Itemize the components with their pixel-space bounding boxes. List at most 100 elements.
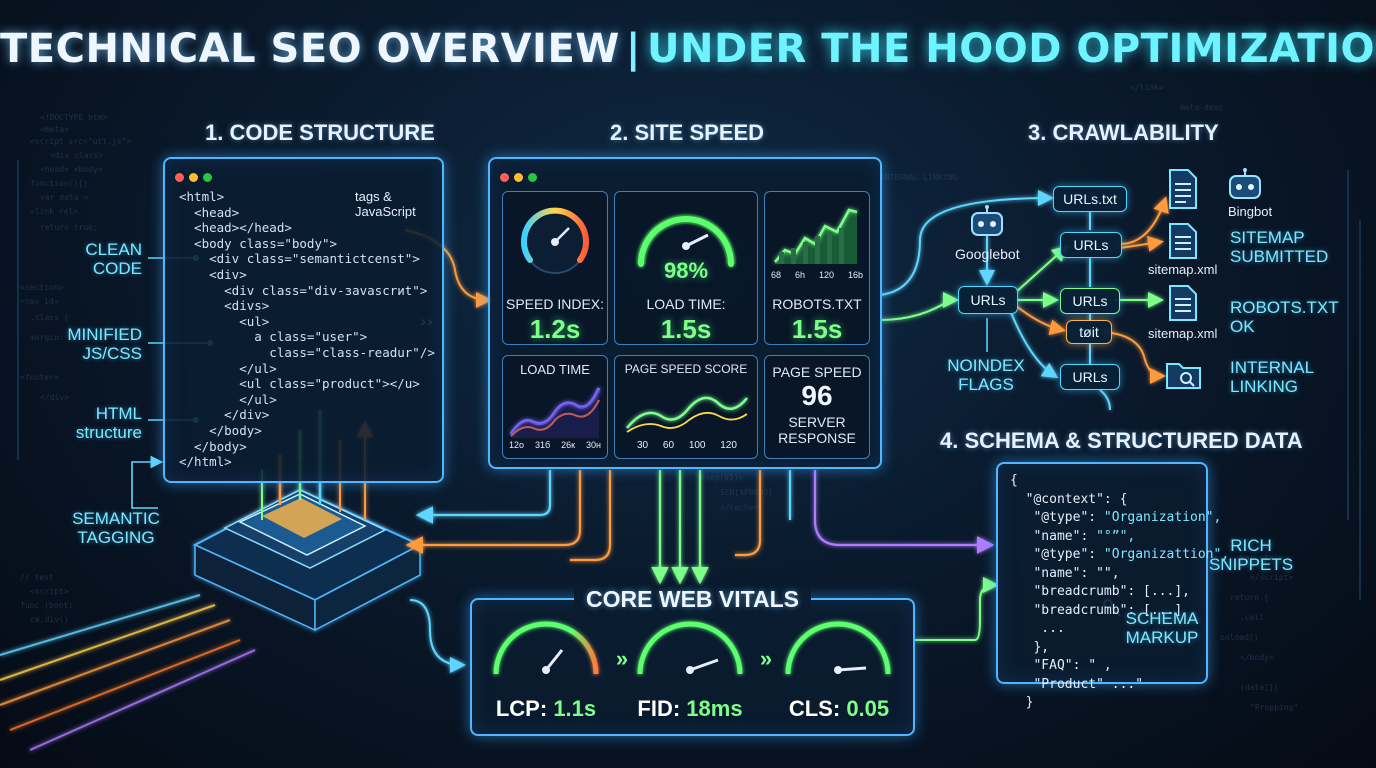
svg-text:var data =: var data = [40,193,88,202]
urls-node-2: URLs [1060,288,1120,314]
svg-text:var ctx =: var ctx = [1240,553,1284,562]
svg-text:ca.div(): ca.div() [30,615,69,624]
tick-label: 12o [509,440,525,450]
svg-text:meta-desc: meta-desc [1180,103,1224,112]
code-line: </div> [179,407,270,423]
section-crawlability: 3. CRAWLABILITY [1028,120,1219,145]
json-line: "breadcrumb": [...] [1010,602,1229,621]
vitals-arrow-2: » [759,646,773,671]
vitals-title-wrap: CORE WEB VITALS [472,586,913,613]
vitals-arrow-1: » [615,646,629,671]
json-line: "Product" ..." [1010,676,1229,695]
svg-text:</div>: </div> [40,393,69,402]
svg-text:<!DOCTYPE htm>: <!DOCTYPE htm> [40,113,108,122]
urls-node-1: URLs [1060,232,1122,258]
code-line: <div class="div-зavascrиt"> [179,282,428,298]
robots-label: ROBOTS.TXT [772,296,862,312]
label-schema-markup: SCHEMA MARKUP [1125,609,1199,647]
json-string: "Organizattion", [1103,547,1230,562]
tick-label: 68 [771,270,782,280]
json-key: "FAQ": " , [1010,658,1112,673]
folder-link-icon [1166,363,1201,389]
json-line: { [1010,472,1229,491]
json-line: "@type": "Organizattion", [1010,546,1229,565]
svg-text:<div class>: <div class> [50,151,103,160]
svg-text:</body>: </body> [1240,653,1274,662]
tick-label: 30н [586,440,601,450]
label-sitemap-submitted: SITEMAP SUBMITTED [1230,228,1329,266]
window-controls [175,167,217,186]
page-speed-value: 96 [801,380,833,411]
code-line: </body> [179,422,262,438]
vital-lcp: LCP: 1.1s [486,696,606,722]
json-key: "name": [1010,528,1097,544]
load-time-chart-label: LOAD TIME [520,362,590,377]
json-line: "name": "°”", [1010,528,1229,547]
svg-text:func (boot): func (boot) [20,601,73,610]
main-speed-gauge-icon [636,214,736,267]
json-string: "°”", [1096,528,1136,544]
json-string: "Organization", [1103,510,1222,525]
json-line: "FAQ": " , [1010,657,1229,676]
vitals-title: CORE WEB VITALS [574,586,811,612]
section-site-speed: 2. SITE SPEED [610,120,765,145]
code-line: </ul> [179,391,277,407]
svg-text:<script src="utl.js">: <script src="utl.js"> [30,137,131,146]
svg-text:onload(): onload() [1220,633,1259,642]
label-robots-ok: ROBOTS.TXT OK [1230,298,1339,336]
main-gauge-value: 98% [663,258,709,283]
label-minified: MINIFIED JS/CSS [67,325,142,363]
tick-label: 6h [794,270,805,280]
vitals-gauges [493,621,891,675]
vital-fid-name: FID: [637,696,681,721]
svg-text:<section>: <section> [20,283,64,292]
json-key: "name": "", [1010,565,1120,581]
schema-json-block: { "@context": { "@type": "Organization",… [1010,472,1229,713]
json-key: "breadcrumb": [...], [1010,584,1191,599]
svg-text:return {: return { [1230,593,1269,602]
svg-text:"Propping": "Propping" [1250,703,1298,712]
vital-fid: FID: 18ms [622,696,758,722]
code-line: </html> [179,454,232,470]
tick-label: 100 [688,440,706,451]
json-line: ... [1010,620,1229,639]
urls-node-3: URLs [1060,364,1120,390]
vital-lcp-value: 1.1s [553,696,597,721]
json-line: }, [1010,639,1229,658]
code-line: <html> [179,189,225,204]
vital-cls-name: CLS: [788,696,841,721]
load-time-line-chart [509,387,601,438]
json-key: } [1010,695,1034,710]
section-schema: 4. SCHEMA & STRUCTURED DATA [940,428,1303,453]
code-line: <divѕ> [179,298,270,314]
page-speed-line-chart [626,396,748,433]
tick-label: 30 [637,440,649,451]
label-clean-code: CLEAN CODE [85,240,142,278]
googlebot-label: Googlebot [955,246,1020,262]
bar-chart-icon [774,208,858,264]
json-key: ... [1010,621,1065,636]
site-speed-panel: SPEED INDEX: 1.2s 98% LOAD TIME: 1.5s 68… [488,157,882,469]
json-key: "Product" ..." [1010,676,1144,692]
section-code-structure: 1. CODE STRUCTURE [205,120,435,145]
svg-text:margin: 0: margin: 0 [30,333,74,342]
json-key: "@context": { [1010,491,1128,507]
sitemap-file-label-2: sitemap.xml [1148,326,1218,341]
tick-label: 120 [720,440,737,451]
page-title: TECHNICAL SEO OVERVIEW|UNDER THE HOOD OP… [0,26,1376,72]
page-speed-label: PAGE SPEED [772,364,862,380]
json-key: "@type": [1010,510,1104,525]
speed-index-card: SPEED INDEX: 1.2s [502,191,608,345]
label-semantic-tagging: SEMANTIC TAGGING [72,509,160,547]
svg-text:.class {: .class { [30,313,69,322]
title-secondary: UNDER THE HOOD OPTIMIZATION [647,26,1376,72]
code-line: <ul> [179,313,270,329]
html-code-block: <html> <head> <head></head> <body class=… [179,189,435,470]
googlebot-icon [971,205,1003,236]
svg-text:SCR[$P0003]: SCR[$P0003] [720,488,773,497]
speed-gauge-icon [521,207,589,274]
maximize-dot-icon [528,173,537,182]
